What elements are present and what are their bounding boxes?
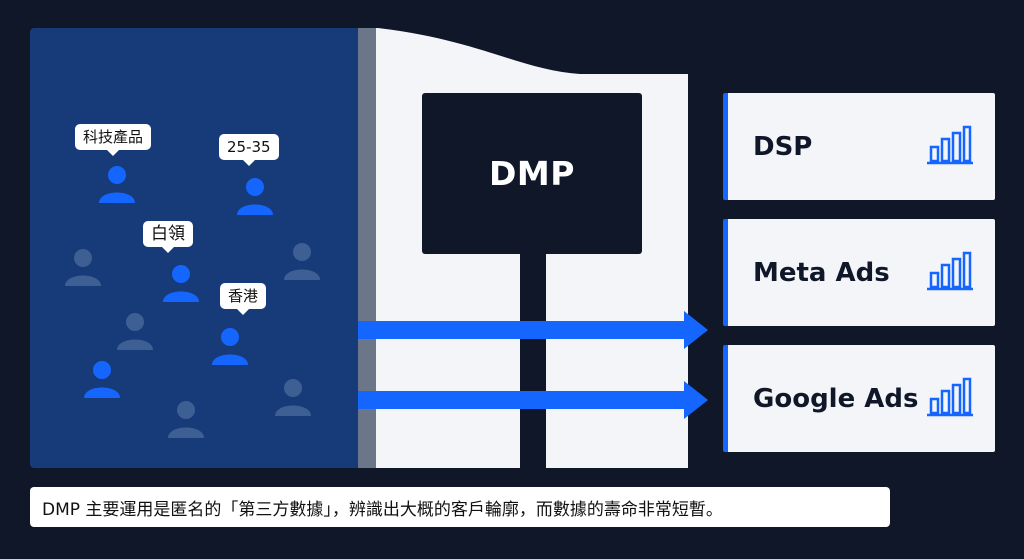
platform-card-google-ads: Google Ads	[723, 345, 995, 452]
person-icon	[84, 361, 120, 398]
arrow-to-meta	[358, 311, 708, 349]
platform-label: DSP	[753, 131, 813, 162]
bar-chart-icon	[927, 125, 973, 165]
person-icon	[163, 265, 199, 302]
attribute-tag-interest: 科技產品	[75, 124, 152, 156]
person-icon	[99, 166, 135, 203]
dmp-box: DMP	[422, 93, 642, 254]
audience-divider	[358, 28, 376, 468]
bar-chart-icon	[927, 377, 973, 417]
dmp-label: DMP	[489, 154, 575, 193]
person-icon	[284, 243, 320, 280]
platform-label: Google Ads	[753, 383, 919, 414]
person-icon	[237, 178, 273, 215]
person-icon	[212, 328, 248, 365]
platform-card-dsp: DSP	[723, 93, 995, 200]
person-icon	[117, 313, 153, 350]
attribute-tag-age: 25-35	[219, 134, 279, 166]
attribute-tag-location: 香港	[220, 283, 267, 315]
platform-label: Meta Ads	[753, 257, 890, 288]
caption-text: DMP 主要運用是匿名的「第三方數據」，辨識出大概的客戶輪廓，而數據的壽命非常短…	[30, 487, 890, 527]
attribute-tag-occupation: 白領	[143, 221, 193, 253]
bar-chart-icon	[927, 251, 973, 291]
arrow-to-google	[358, 381, 708, 419]
person-icon	[168, 401, 204, 438]
person-icon	[65, 249, 101, 286]
platform-card-meta-ads: Meta Ads	[723, 219, 995, 326]
person-icon	[275, 379, 311, 416]
